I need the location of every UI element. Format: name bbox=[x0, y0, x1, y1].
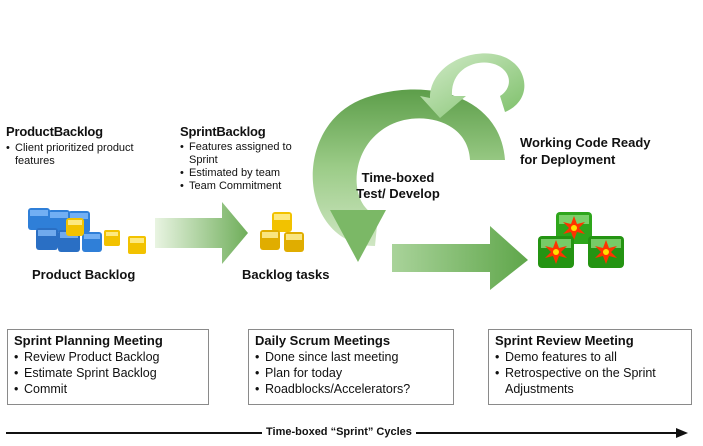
sprint-backlog-bullet: Team Commitment bbox=[180, 180, 320, 193]
sprint-backlog-title: SprintBacklog bbox=[180, 124, 266, 139]
timeline-label: Time-boxed “Sprint” Cycles bbox=[262, 426, 416, 438]
meeting-item: Retrospective on the Sprint bbox=[495, 365, 685, 381]
flow-arrow-2 bbox=[392, 226, 528, 290]
meeting-item: Estimate Sprint Backlog bbox=[14, 365, 202, 381]
meeting-title: Sprint Review Meeting bbox=[495, 333, 634, 348]
cycle-label: Time-boxed Test/ Develop bbox=[348, 170, 448, 202]
meeting-item: Roadblocks/Accelerators? bbox=[255, 381, 447, 397]
backlog-tasks-caption: Backlog tasks bbox=[242, 267, 330, 282]
sprint-backlog-bullet: Estimated by team bbox=[180, 167, 320, 180]
working-code-line2: for Deployment bbox=[520, 152, 616, 167]
return-loop bbox=[420, 53, 525, 118]
sprint-backlog-block: SprintBacklog Features assigned to Sprin… bbox=[180, 124, 320, 193]
product-backlog-caption: Product Backlog bbox=[32, 267, 136, 282]
meeting-item: Done since last meeting bbox=[255, 349, 447, 365]
daily-scrum-box: Daily Scrum Meetings Done since last mee… bbox=[248, 329, 454, 405]
meeting-item: Adjustments bbox=[505, 382, 574, 396]
sprint-review-box: Sprint Review Meeting Demo features to a… bbox=[488, 329, 692, 405]
meeting-item: Plan for today bbox=[255, 365, 447, 381]
cycle-label-line2: Test/ Develop bbox=[356, 186, 440, 201]
product-backlog-bullet: Client prioritized product features bbox=[6, 142, 156, 168]
product-backlog-cubes bbox=[28, 208, 146, 254]
sprint-planning-box: Sprint Planning Meeting Review Product B… bbox=[7, 329, 209, 405]
working-code-line1: Working Code Ready bbox=[520, 135, 651, 150]
meeting-item: Review Product Backlog bbox=[14, 349, 202, 365]
sprint-backlog-bullet: Features assigned to Sprint bbox=[180, 141, 320, 167]
meeting-item: Demo features to all bbox=[495, 349, 685, 365]
working-code-cubes bbox=[538, 212, 624, 268]
meeting-title: Daily Scrum Meetings bbox=[255, 333, 391, 348]
meeting-item: Commit bbox=[14, 381, 202, 397]
product-backlog-title: ProductBacklog bbox=[6, 124, 103, 139]
backlog-task-cubes bbox=[260, 212, 304, 252]
cycle-label-line1: Time-boxed bbox=[361, 170, 435, 185]
timeline-arrowhead bbox=[676, 428, 688, 438]
cycle-loop bbox=[312, 89, 505, 262]
flow-arrow-1 bbox=[155, 202, 248, 264]
meeting-title: Sprint Planning Meeting bbox=[14, 333, 163, 348]
product-backlog-block: ProductBacklog Client prioritized produc… bbox=[6, 124, 156, 168]
working-code-label: Working Code Ready for Deployment bbox=[520, 134, 690, 168]
